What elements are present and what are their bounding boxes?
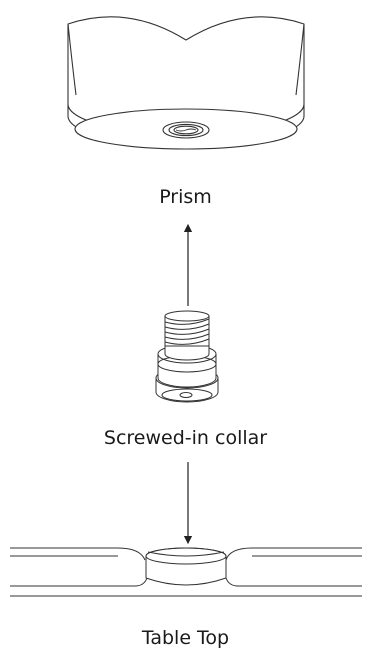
prism-illustration (67, 16, 305, 150)
prism-threaded-hole (162, 121, 210, 139)
table-top-label: Table Top (141, 627, 230, 649)
table-top-illustration (10, 547, 362, 597)
prism-label: Prism (159, 186, 212, 208)
collar-label: Screwed-in collar (103, 427, 268, 449)
collar-illustration (155, 310, 219, 403)
